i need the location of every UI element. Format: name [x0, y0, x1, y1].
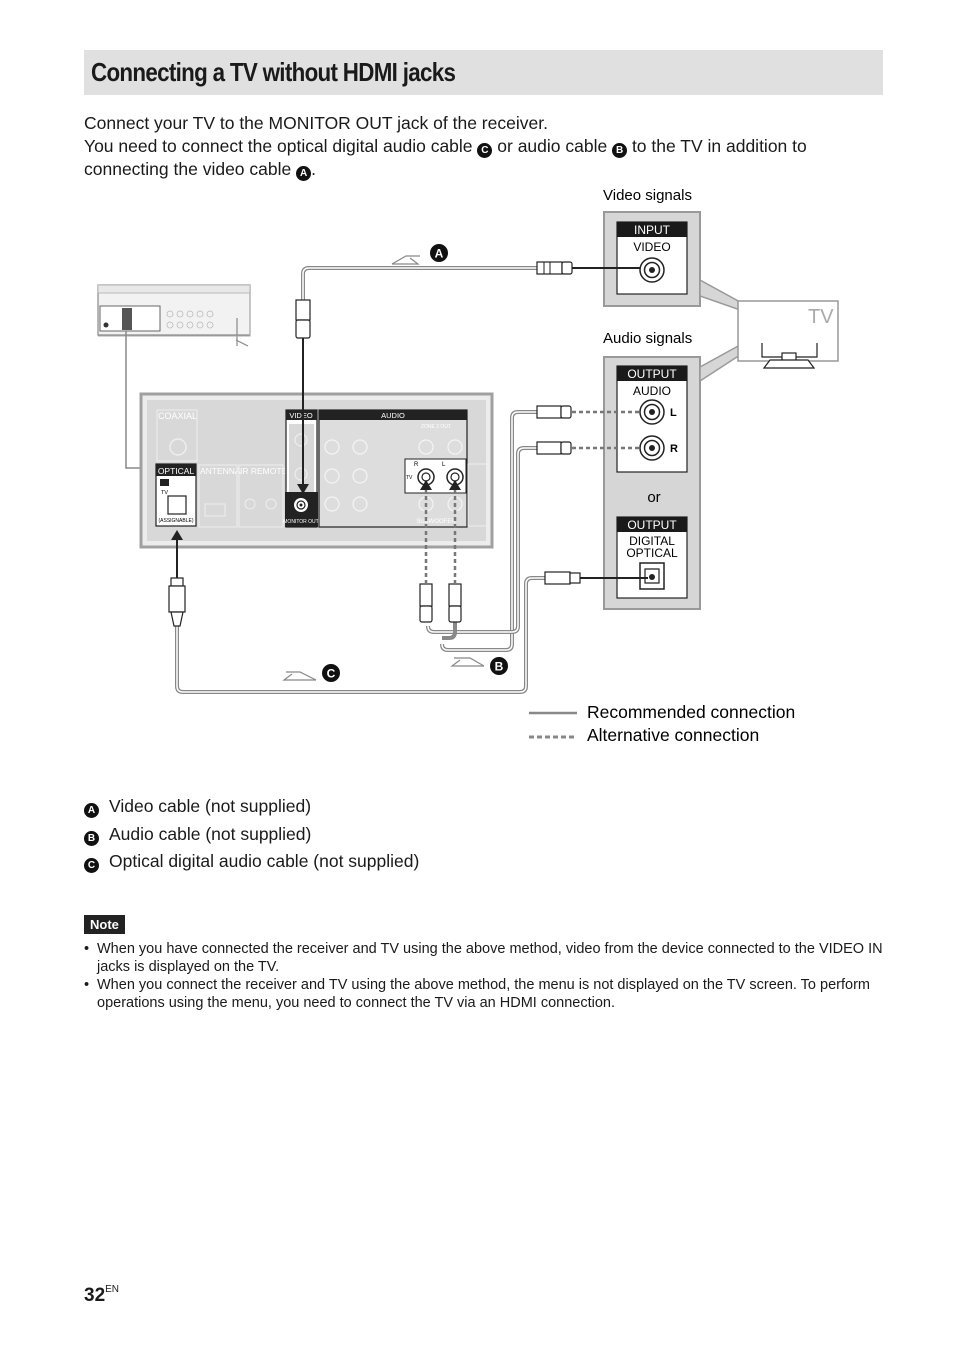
page-title: Connecting a TV without HDMI jacks — [91, 57, 456, 87]
receiver-icon — [97, 284, 251, 347]
page-number-value: 32 — [84, 1285, 106, 1306]
panel-tv-label: TV — [161, 490, 168, 496]
video-signals-label: Video signals — [603, 187, 692, 204]
intro-line-2: You need to connect the optical digital … — [84, 135, 884, 158]
panel-video-label: VIDEO — [289, 411, 313, 420]
intro-line-3: connecting the video cable A. — [84, 158, 884, 181]
panel-subwoofer-label: SUBWOOFER — [416, 519, 456, 525]
audio-r-jack-icon — [639, 435, 665, 461]
title-bar: Connecting a TV without HDMI jacks — [84, 50, 883, 95]
panel-l-label: L — [442, 462, 446, 468]
tv-icon — [737, 300, 839, 369]
channel-l-label: L — [670, 407, 677, 419]
badge-c: C — [477, 143, 493, 158]
input-video-label: VIDEO — [633, 240, 670, 254]
note-label: Note — [84, 915, 125, 934]
legend-text: Video cable (not supplied) — [109, 796, 312, 816]
ir-remote-label: IR REMOTE — [240, 466, 288, 476]
panel-r-label: R — [414, 462, 419, 468]
input-header: INPUT — [634, 223, 671, 237]
cable-c-optical — [168, 530, 648, 694]
legend-text: Audio cable (not supplied) — [109, 823, 312, 844]
or-label: or — [647, 489, 660, 506]
intro-text: . — [311, 159, 316, 179]
cable-b-badge: B — [490, 657, 508, 675]
page-number: 32EN — [84, 1284, 119, 1307]
note-item: When you have connected the receiver and… — [84, 940, 884, 976]
tv-label: TV — [808, 306, 834, 328]
legend-item: C Optical digital audio cable (not suppli… — [84, 851, 419, 879]
audio-signals-label: Audio signals — [603, 330, 692, 347]
output-audio-label: AUDIO — [633, 384, 671, 398]
legend-badge: C — [84, 858, 99, 873]
legend-text: Optical digital audio cable (not supplie… — [109, 851, 420, 871]
digital-label: DIGITAL — [629, 534, 675, 548]
panel-audio-label: AUDIO — [381, 411, 405, 420]
cable-a-badge: A — [430, 244, 448, 262]
monitor-out-label: MONITOR OUT — [283, 519, 318, 525]
tv-audio-output-group: OUTPUT AUDIO L R or OUTPUT DIGITAL OPTIC… — [603, 356, 701, 610]
cable-a-video — [295, 255, 640, 494]
page-number-suffix: EN — [105, 1284, 120, 1295]
legend-item: B Audio cable (not supplied) — [84, 824, 419, 852]
intro-line-1: Connect your TV to the MONITOR OUT jack … — [84, 113, 548, 133]
intro-paragraph: Connect your TV to the MONITOR OUT jack … — [84, 112, 884, 181]
legend-badge: B — [84, 830, 99, 846]
tv-video-input-group: INPUT VIDEO — [603, 211, 701, 307]
alternative-label: Alternative connection — [587, 725, 759, 745]
output-header-audio: OUTPUT — [627, 367, 677, 381]
panel-assignable-label: (ASSIGNABLE) — [158, 518, 193, 524]
notes-list: When you have connected the receiver and… — [84, 940, 884, 1012]
cable-legend: A Video cable (not supplied) B Audio cable… — [84, 796, 419, 879]
cable-a-label: A — [435, 247, 444, 261]
legend-item: A Video cable (not supplied) — [84, 796, 419, 824]
antenna-label: ANTENNA — [200, 466, 241, 476]
cable-b-audio — [419, 405, 640, 667]
note-item: When you connect the receiver and TV usi… — [84, 976, 884, 1012]
optical-label: OPTICAL — [626, 546, 678, 560]
intro-text: You need to connect the optical digital … — [84, 136, 478, 156]
channel-r-label: R — [670, 443, 678, 455]
panel-optical-label: OPTICAL — [158, 466, 195, 476]
cable-c-label: C — [327, 667, 336, 681]
output-header-digital: OUTPUT — [627, 518, 677, 532]
intro-text: connecting the video cable — [84, 159, 297, 179]
badge-b: B — [612, 143, 628, 158]
badge-a: A — [296, 166, 312, 181]
recommended-label: Recommended connection — [587, 702, 795, 722]
receiver-rear-panel: COAXIAL ANTENNA IR REMOTE OPTICAL TV (AS… — [139, 392, 494, 549]
legend-badge: A — [84, 803, 99, 818]
audio-l-jack-icon — [639, 399, 665, 425]
intro-text: to the TV in addition to — [627, 136, 807, 156]
video-jack-icon — [639, 257, 665, 283]
cable-c-badge: C — [322, 664, 340, 682]
intro-text: or audio cable — [492, 136, 613, 156]
panel-zone2-label: ZONE 2 OUT — [421, 424, 451, 430]
coaxial-label: COAXIAL — [158, 411, 197, 421]
panel-tv-audio-label: TV — [406, 475, 413, 481]
cable-b-label: B — [495, 660, 504, 674]
